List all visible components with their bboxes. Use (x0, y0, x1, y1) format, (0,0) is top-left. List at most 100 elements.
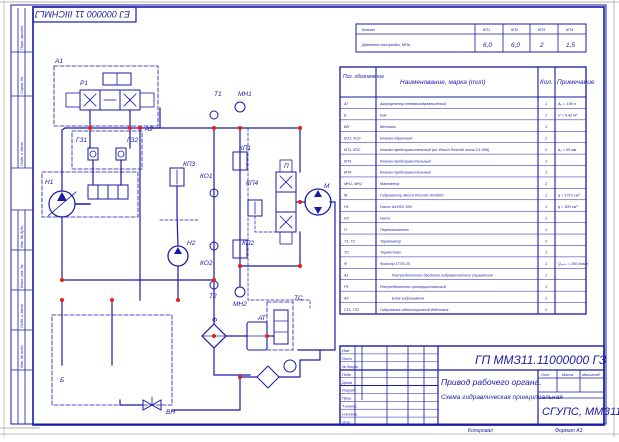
spec-row-qty: 2 (544, 239, 548, 243)
label-A1: А1 (54, 58, 63, 65)
settings-header-kp1: КП1 (483, 28, 490, 32)
spec-row-note: q = 500 см³ (558, 205, 578, 209)
spec-row-qty: 1 (545, 125, 547, 129)
spec-row-qty: 1 (545, 228, 547, 232)
spec-row-pos: П (344, 228, 347, 232)
group-A1 (53, 65, 159, 127)
spec-row-name: Клапан предохранительный (кл. Bosch Rexr… (380, 148, 490, 152)
thermostat-TC (273, 309, 289, 345)
spec-row-pos: Н1 (344, 205, 349, 209)
stamp-row-label: Утв. (342, 420, 351, 424)
spec-row-pos: А1 (343, 274, 349, 278)
doc-code: ГП ММЗ11.11000000 ГЗ (475, 353, 607, 367)
stamp-row-label: Пров. (342, 397, 352, 401)
settings-value-kp2: 6,0 (511, 42, 520, 49)
spec-table: Поз. обозначение Наименование, марка (ти… (339, 66, 595, 315)
settings-header-kp2: КП2 (511, 28, 519, 32)
spec-row-note: d₂ = 60 мм (558, 148, 577, 152)
spec-row-name: Фильтр 1ТЛ0-25 (380, 262, 411, 266)
organization: СГУПС, ММЗ11 (542, 406, 619, 418)
spec-row-qty: 2 (544, 182, 548, 186)
heat-exchanger (256, 365, 280, 389)
spec-row-qty: 1 (545, 205, 547, 209)
stamp-col-mass: Масса (562, 373, 573, 377)
label-KP2: КП2 (242, 240, 255, 247)
junction-points (60, 126, 302, 379)
stamp-row-label: Н.контр. (342, 412, 358, 416)
label-GZ1: ГЗ1 (76, 137, 87, 144)
spec-header-note: Примечание (557, 79, 595, 86)
inner-frame (32, 6, 605, 426)
label-MN1: МН1 (238, 91, 252, 98)
side-label: Инв. № дубл. (20, 225, 24, 248)
side-label: Подп. и дата (20, 304, 24, 328)
spec-row-name: Термостат (380, 251, 401, 255)
spec-row-qty: 1 (545, 216, 547, 220)
spec-row-qty: 1 (545, 102, 547, 106)
side-label: Инв. № подл. (20, 344, 24, 368)
spec-row-qty: 1 (545, 114, 547, 118)
footer-copied: Копировал (468, 428, 493, 434)
valve-VN (142, 396, 162, 411)
manometer-MN1 (234, 101, 246, 113)
accumulator-AT (246, 321, 268, 351)
side-label: Подп. и дата (20, 142, 24, 166)
spec-row-name: Насос (380, 216, 391, 220)
motor-M (304, 188, 332, 216)
spec-row-name: Гидрозамок односторонний действия (380, 308, 448, 312)
spec-row-note: Q₀ₒₘ = 150 л/мин (558, 262, 589, 266)
spec-row-pos: Р1 (344, 285, 349, 289)
valve-KP3 (169, 167, 185, 187)
spec-header-qty: Кол. (540, 79, 553, 86)
spec-row-name: Насос А4VSG 500 (380, 205, 413, 209)
settings-table: Клапан КП1 КП2 КП3 КП4 Давление настройк… (355, 23, 587, 53)
settings-header-valve: Клапан (362, 28, 376, 32)
group-TC (266, 301, 294, 351)
spec-row-pos: ТС (344, 251, 349, 255)
spec-row-pos: Ф (344, 262, 347, 266)
settings-value-kp4: 1,5 (566, 42, 575, 49)
outer-frame (10, 4, 607, 425)
label-P1: Р1 (80, 80, 88, 87)
label-KO2: КО2 (200, 260, 213, 267)
stamp-row-label: Дата (341, 381, 352, 385)
manometer-MN2 (234, 286, 246, 298)
stamp-row-label: № докум (342, 365, 358, 369)
label-P: П (284, 163, 289, 170)
footer-format: Формат А3 (555, 428, 583, 434)
spec-header-pos: Поз. обозначение (343, 74, 384, 80)
spec-row-name: Клапан предохранительный (380, 159, 432, 163)
pilot-lines (159, 127, 311, 309)
label-KP4: КП4 (246, 180, 259, 187)
label-T1: Т1 (214, 91, 222, 98)
drawing-title-line1: Привод рабочего органа. (441, 377, 542, 387)
top-stamp-code: EJ 000000 11 IIICHMLJ (35, 9, 130, 19)
top-stamp-box (32, 6, 137, 23)
thermometer-T1 (209, 110, 219, 120)
valve-KP4 (247, 199, 263, 217)
stamp-row-label: Изм (342, 349, 349, 353)
spec-header-name: Наименование, марка (тип) (400, 79, 486, 86)
label-KO1: КО1 (200, 173, 213, 180)
spec-row-pos: А2 (343, 296, 350, 300)
group-pump (41, 171, 139, 218)
spec-row-qty: 1 (545, 194, 547, 198)
label-KP1: КП1 (239, 145, 252, 152)
spec-row-pos: КО1, КО2 (344, 136, 362, 140)
stamp-row-label: Разраб. (342, 389, 356, 393)
spec-row-pos: М (344, 194, 348, 198)
label-TC: ТС (294, 295, 303, 302)
fan-motor (283, 359, 297, 373)
spec-row-name: Распределитель двойного гидравлического … (392, 274, 493, 278)
drawing-title-line2: Схема гидравлическая принципиальная (441, 393, 563, 401)
label-AT: АТ (257, 315, 267, 322)
spec-row-pos: КП1, КП2 (344, 148, 361, 152)
spec-row-qty: 1 (545, 285, 547, 289)
spec-row-qty: 2 (544, 308, 548, 312)
spec-row-note: q = 1713 см³ (558, 194, 580, 198)
label-A2: А2 (144, 126, 153, 133)
side-label: Перв. примен. (20, 25, 24, 50)
label-M: М (324, 183, 330, 190)
settings-header-kp3: КП3 (538, 28, 546, 32)
label-T2: Т2 (209, 293, 217, 300)
